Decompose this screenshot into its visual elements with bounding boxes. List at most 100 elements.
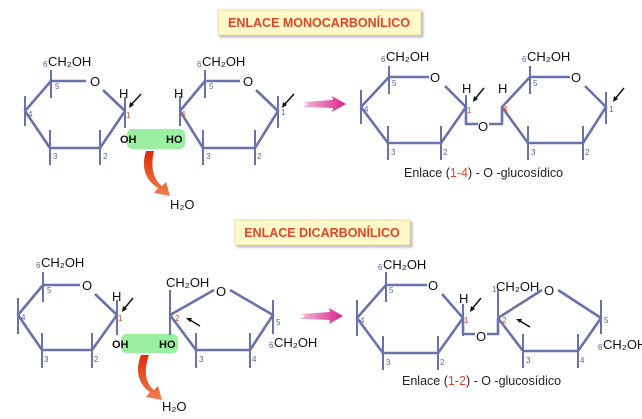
chem-label: ENLACE MONOCARBONÍLICO — [228, 15, 410, 30]
chem-label: H — [112, 289, 121, 304]
bond-line — [470, 306, 475, 312]
chem-label: HO — [166, 134, 183, 146]
glucose-ring-2: O 6 CH₂OH 5 4 3 2 1 H — [174, 54, 295, 165]
pointer-arrow-icon — [283, 93, 295, 106]
chem-label: 6 — [381, 55, 386, 64]
chem-label: 1 — [118, 314, 123, 323]
bond-line — [24, 70, 126, 165]
chem-label: 1 — [450, 166, 457, 180]
bond-line — [471, 297, 482, 310]
chem-label: H — [498, 81, 507, 96]
chem-label: 4 — [580, 356, 585, 365]
chem-label: O — [243, 74, 253, 89]
chem-label: 4 — [461, 166, 468, 180]
chem-label: 6 — [197, 60, 202, 69]
chem-label: OH — [120, 134, 137, 146]
chem-label: CH₂OH — [496, 279, 539, 294]
chem-label: 4 — [21, 313, 26, 322]
bond-line — [169, 288, 215, 317]
chem-label: 1 — [281, 108, 286, 117]
chem-label: 4 — [28, 110, 33, 119]
water-label: H₂O — [170, 197, 195, 212]
bond-line — [359, 75, 468, 145]
chem-label: Enlace ( — [404, 166, 451, 180]
bond-line — [500, 75, 608, 145]
water-highlight-2: OH HO — [112, 334, 178, 353]
bond-line — [122, 306, 127, 312]
chem-label: - — [457, 166, 461, 180]
chem-label: 2 — [94, 355, 99, 364]
bond-line — [473, 96, 478, 102]
chem-label: 1 — [126, 111, 131, 120]
chem-label: 3 — [391, 148, 396, 157]
chem-label: 3 — [531, 148, 536, 157]
chem-label: 5 — [604, 316, 609, 325]
chem-label: 4 — [364, 105, 369, 114]
chem-label: 5 — [533, 79, 538, 88]
bond-line — [169, 290, 274, 368]
chem-label: 6 — [36, 261, 41, 270]
chem-label: CH₂OH — [41, 255, 84, 270]
bond-line — [614, 87, 625, 100]
chem-label: CH₂OH — [527, 49, 570, 64]
chem-label: 3 — [199, 355, 204, 364]
chem-label: ENLACE DICARBONÍLICO — [244, 225, 400, 240]
chem-label: 5 — [55, 82, 60, 91]
chem-label: 4 — [503, 105, 508, 114]
bond-line — [189, 319, 201, 327]
chem-label: 6 — [378, 263, 383, 272]
chem-label: 5 — [276, 318, 281, 327]
glucose-ring-3: O 6 CH₂OH 5 4 3 2 1 H — [16, 255, 134, 368]
chem-label: CH₂OH — [202, 54, 245, 69]
water-elimination-arrow-icon — [143, 151, 170, 196]
chem-label: 5 — [47, 286, 52, 295]
caption-1-2: Enlace (1-2) - O -glucosídico — [402, 374, 561, 388]
bond-line — [129, 102, 134, 108]
chem-label: 6 — [43, 60, 48, 69]
chem-label: O — [478, 119, 488, 134]
label-box — [234, 219, 411, 246]
chem-label: 3 — [526, 356, 531, 365]
water-label-2: H₂O — [162, 399, 187, 414]
chem-label: 6 — [269, 341, 274, 350]
chem-label: O — [544, 283, 554, 298]
chem-label: 2 — [585, 148, 590, 157]
chem-label: 6 — [598, 343, 603, 352]
bond-line — [123, 297, 134, 310]
reaction-arrow-icon — [303, 96, 346, 112]
chem-label: H — [459, 291, 468, 306]
bond-line — [489, 107, 504, 126]
chem-label: CH₂OH — [383, 257, 426, 272]
chem-label: 3 — [386, 358, 391, 367]
chem-label: 2 — [502, 316, 507, 325]
bond-line — [464, 107, 478, 126]
chem-label: CH₂OH — [166, 275, 209, 290]
chem-label: 1 — [467, 106, 472, 115]
chem-label: 1 — [609, 105, 614, 114]
chem-label: 5 — [209, 82, 214, 91]
label-box — [127, 129, 185, 149]
chem-label: OH — [112, 339, 129, 351]
chem-label: 1 — [448, 374, 455, 388]
chem-label: 4 — [360, 316, 365, 325]
reaction-arrow-icon-2 — [300, 308, 343, 324]
chem-label: 3 — [53, 152, 58, 161]
bond-line — [143, 151, 170, 196]
chem-label: H — [119, 86, 128, 101]
chem-label: O — [216, 284, 226, 299]
bond-line — [497, 288, 543, 320]
label-box — [121, 334, 178, 353]
chem-label: CH₂OH — [386, 49, 429, 64]
bond-line — [519, 320, 531, 328]
chem-label: - — [455, 374, 459, 388]
bond-line — [497, 290, 602, 368]
chem-label: ) - O -glucosídico — [466, 374, 561, 388]
title-monocarbonilico: ENLACE MONOCARBONÍLICO — [217, 9, 422, 36]
chem-label: 3 — [206, 152, 211, 161]
chem-label: 5 — [392, 79, 397, 88]
label-box — [217, 9, 422, 36]
fructose-ring: O CH₂OH 2 3 4 5 6 CH₂OH — [166, 275, 317, 368]
bond-line — [516, 319, 522, 323]
title-dicarbonilico: ENLACE DICARBONÍLICO — [234, 219, 411, 246]
